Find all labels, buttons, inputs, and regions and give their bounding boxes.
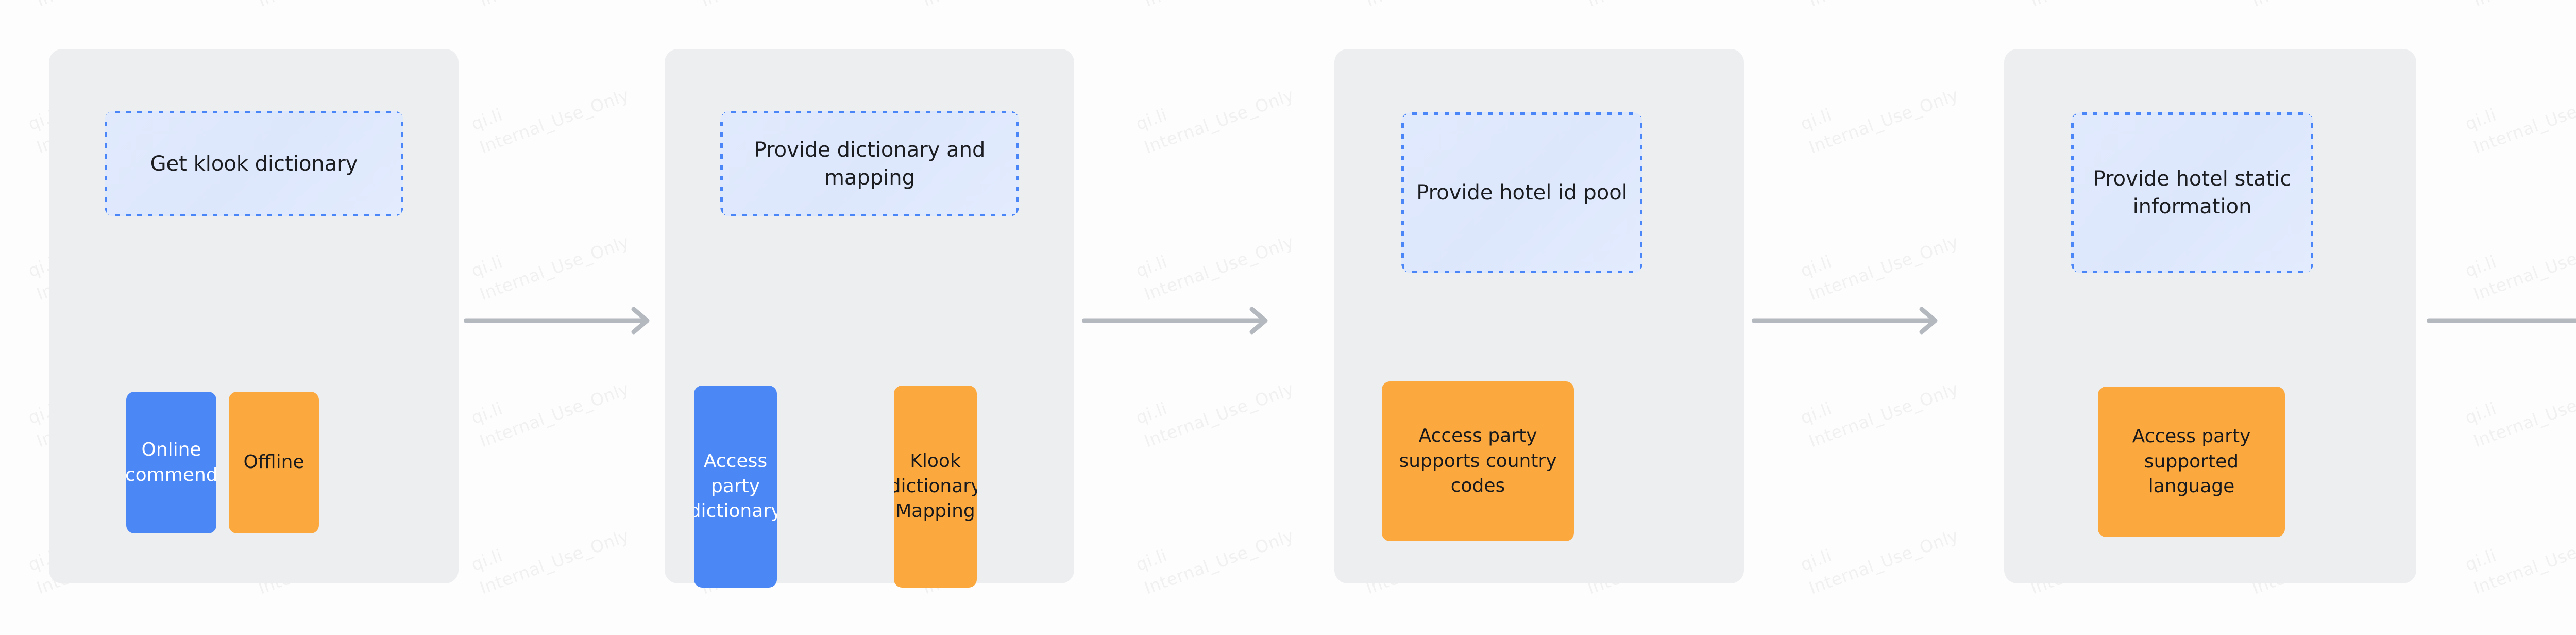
watermark-text: qi.li Internal_Use_Only [1133,85,1297,158]
watermark-text: qi.li Internal_Use_Only [1798,378,1961,452]
stage-3-chip-country-codes[interactable]: Access party supports country codes [1382,381,1574,541]
watermark-text: qi.li Internal_Use_Only [1798,85,1961,158]
watermark-text: qi.li Internal_Use_Only [2240,0,2405,13]
watermark-tile: qi.li Internal_Use_Only [2452,378,2576,528]
watermark-text: qi.li Internal_Use_Only [1132,0,1297,13]
watermark-text: qi.li Internal_Use_Only [2462,0,2576,13]
watermark-tile: qi.li Internal_Use_Only [1788,0,2009,88]
watermark-tile: qi.li Internal_Use_Only [0,235,15,381]
watermark-text: qi.li Internal_Use_Only [1575,0,1740,13]
watermark-tile: qi.li Internal_Use_Only [459,85,680,235]
stage-1-chip-online-label: Online (Recommended) [126,439,216,486]
stage-3-chip-country-codes-label: Access party supports country codes [1399,425,1557,497]
watermark-tile: qi.li Internal_Use_Only [0,528,15,635]
watermark-text: qi.li Internal_Use_Only [1133,525,1297,598]
watermark-text: qi.li Internal_Use_Only [1798,525,1961,598]
watermark-text: qi.li Internal_Use_Only [1133,231,1297,305]
watermark-tile: qi.li Internal_Use_Only [1788,378,2009,528]
watermark-tile: qi.li Internal_Use_Only [459,0,680,88]
watermark-tile: qi.li Internal_Use_Only [1123,85,1345,235]
watermark-tile: qi.li Internal_Use_Only [0,88,15,235]
stage-2-title-box: Provide dictionary and mapping [720,111,1019,216]
stage-1-title-box: Get klook dictionary [105,111,403,216]
stage-4-chip-supported-language-label: Access party supported language [2132,426,2251,497]
watermark-text: qi.li Internal_Use_Only [1133,378,1297,452]
watermark-text: qi.li Internal_Use_Only [689,0,854,13]
stage-panel-2[interactable]: Provide dictionary and mapping Access pa… [665,49,1074,588]
watermark-tile: qi.li Internal_Use_Only [459,378,680,528]
watermark-text: qi.li Internal_Use_Only [468,378,632,452]
stage-2-chip-klook-dictionary-mapping-label: Klook dictionary Mapping [894,450,977,522]
watermark-text: qi.li Internal_Use_Only [1797,0,1962,13]
stage-2-chip-access-party-dictionary-label: Access party dictionary [694,450,777,522]
watermark-text: qi.li Internal_Use_Only [2462,231,2576,305]
connector-arrow-4 [2427,305,2576,336]
stage-2-chip-klook-dictionary-mapping[interactable]: Klook dictionary Mapping [894,386,977,588]
watermark-tile: qi.li Internal_Use_Only [2452,85,2576,235]
watermark-text: qi.li Internal_Use_Only [25,0,190,13]
watermark-tile: qi.li Internal_Use_Only [2452,525,2576,635]
stage-2-title: Provide dictionary and mapping [754,138,986,190]
watermark-text: qi.li Internal_Use_Only [1798,231,1961,305]
watermark-tile: qi.li Internal_Use_Only [1788,525,2009,635]
stage-4-title: Provide hotel static information [2093,167,2292,219]
watermark-text: qi.li Internal_Use_Only [468,525,632,598]
watermark-text: qi.li Internal_Use_Only [2462,85,2576,158]
stage-3-title-box: Provide hotel id pool [1401,112,1642,273]
watermark-tile: qi.li Internal_Use_Only [459,525,680,635]
watermark-tile: qi.li Internal_Use_Only [1123,0,1345,88]
watermark-text: qi.li Internal_Use_Only [468,0,633,13]
watermark-text: qi.li Internal_Use_Only [1354,0,1519,13]
watermark-tile: qi.li Internal_Use_Only [1788,85,2009,235]
stage-2-chip-access-party-dictionary[interactable]: Access party dictionary [694,386,777,588]
watermark-text: qi.li Internal_Use_Only [246,0,411,13]
watermark-tile: qi.li Internal_Use_Only [1123,525,1345,635]
watermark-tile: qi.li Internal_Use_Only [1123,378,1345,528]
connector-arrow-3 [1752,305,1947,336]
stage-1-chip-offline[interactable]: Offline [229,392,319,533]
watermark-text: qi.li Internal_Use_Only [468,85,632,158]
stage-1-chip-online[interactable]: Online (Recommended) [126,392,216,533]
stage-panel-1[interactable]: Get klook dictionary Online (Recommended… [49,49,459,583]
stage-4-title-box: Provide hotel static information [2071,112,2313,273]
watermark-text: qi.li Internal_Use_Only [2462,525,2576,598]
stage-panel-3[interactable]: Provide hotel id pool Access party suppo… [1334,49,1744,583]
stage-1-title: Get klook dictionary [150,152,358,176]
watermark-tile: qi.li Internal_Use_Only [2452,0,2576,88]
connector-arrow-2 [1082,305,1278,336]
watermark-tile: qi.li Internal_Use_Only [0,381,15,528]
stage-3-title: Provide hotel id pool [1416,181,1628,205]
watermark-text: qi.li Internal_Use_Only [468,231,632,305]
watermark-text: qi.li Internal_Use_Only [2462,378,2576,452]
watermark-tile: qi.li Internal_Use_Only [0,0,15,88]
stage-1-chip-offline-label: Offline [243,452,304,473]
watermark-text: qi.li Internal_Use_Only [911,0,1076,13]
watermark-text: qi.li Internal_Use_Only [2019,0,2183,13]
stage-4-chip-supported-language[interactable]: Access party supported language [2098,387,2285,537]
connector-arrow-1 [464,305,659,336]
stage-panel-4[interactable]: Provide hotel static information Access … [2004,49,2416,583]
